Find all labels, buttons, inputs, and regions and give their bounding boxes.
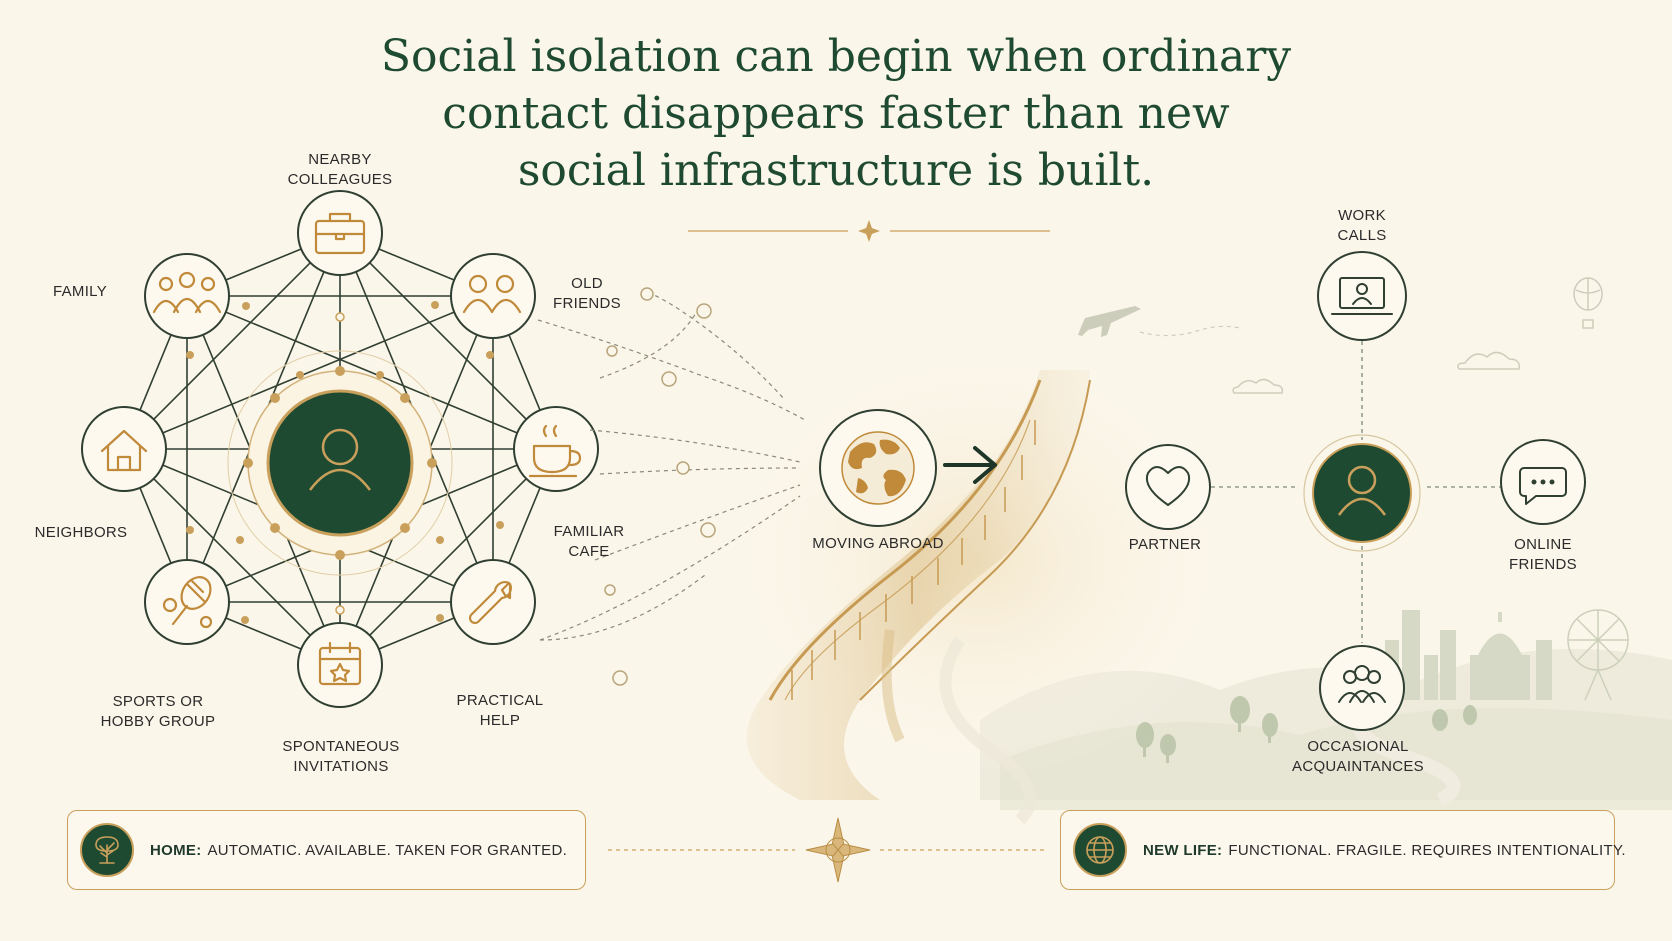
new-network-links [1211, 341, 1502, 643]
label-moving-abroad: MOVING ABROAD [812, 535, 944, 552]
globe-icon [1073, 823, 1127, 877]
home-network-rings [186, 301, 504, 624]
legend-new-life-key: NEW LIFE: [1143, 841, 1223, 859]
landscape-background [980, 277, 1672, 810]
briefcase-icon [314, 212, 366, 255]
home-network-nodes [81, 190, 599, 708]
title-divider [688, 220, 1050, 242]
title-line-3: social infrastructure is built. [517, 145, 1155, 196]
legend-home-text: AUTOMATIC. AVAILABLE. TAKEN FOR GRANTED. [207, 841, 568, 859]
label-partner: PARTNER [1128, 536, 1202, 553]
heart-icon [1146, 466, 1190, 506]
new-center-node [1303, 434, 1421, 552]
title-line-1: Social isolation can begin when ordinary [380, 31, 1292, 82]
arrow-icon [943, 446, 997, 484]
flow-lines [537, 291, 806, 641]
calendar-star-icon [318, 641, 362, 686]
label-family: FAMILY [52, 283, 108, 300]
coffee-cup-icon [528, 424, 582, 478]
tree-icon [80, 823, 134, 877]
page-title: Social isolation can begin when ordinary… [336, 28, 1336, 199]
legend-new-life-text: FUNCTIONAL. FRAGILE. REQUIRES INTENTIONA… [1228, 841, 1626, 859]
group-icon [1338, 665, 1386, 703]
legend-new-life: NEW LIFE: FUNCTIONAL. FRAGILE. REQUIRES I… [1060, 810, 1626, 890]
wrench-icon [468, 581, 512, 625]
legend-home: HOME: AUTOMATIC. AVAILABLE. TAKEN FOR GRA… [67, 810, 586, 890]
laptop-user-icon [1331, 277, 1393, 315]
legend-home-key: HOME: [150, 841, 202, 859]
title-line-2: contact disappears faster than new [442, 88, 1230, 139]
globe-icon [841, 431, 915, 505]
compass-icon [805, 817, 871, 883]
legend-connector [608, 817, 1045, 883]
people-icon [462, 274, 522, 314]
family-icon [152, 271, 222, 314]
chat-bubble-icon [1519, 467, 1567, 505]
house-icon [100, 429, 148, 472]
globe-node [819, 409, 937, 527]
tennis-icon [162, 576, 213, 629]
label-neighbors: NEIGHBORS [34, 524, 128, 541]
flow-dots [604, 287, 716, 686]
